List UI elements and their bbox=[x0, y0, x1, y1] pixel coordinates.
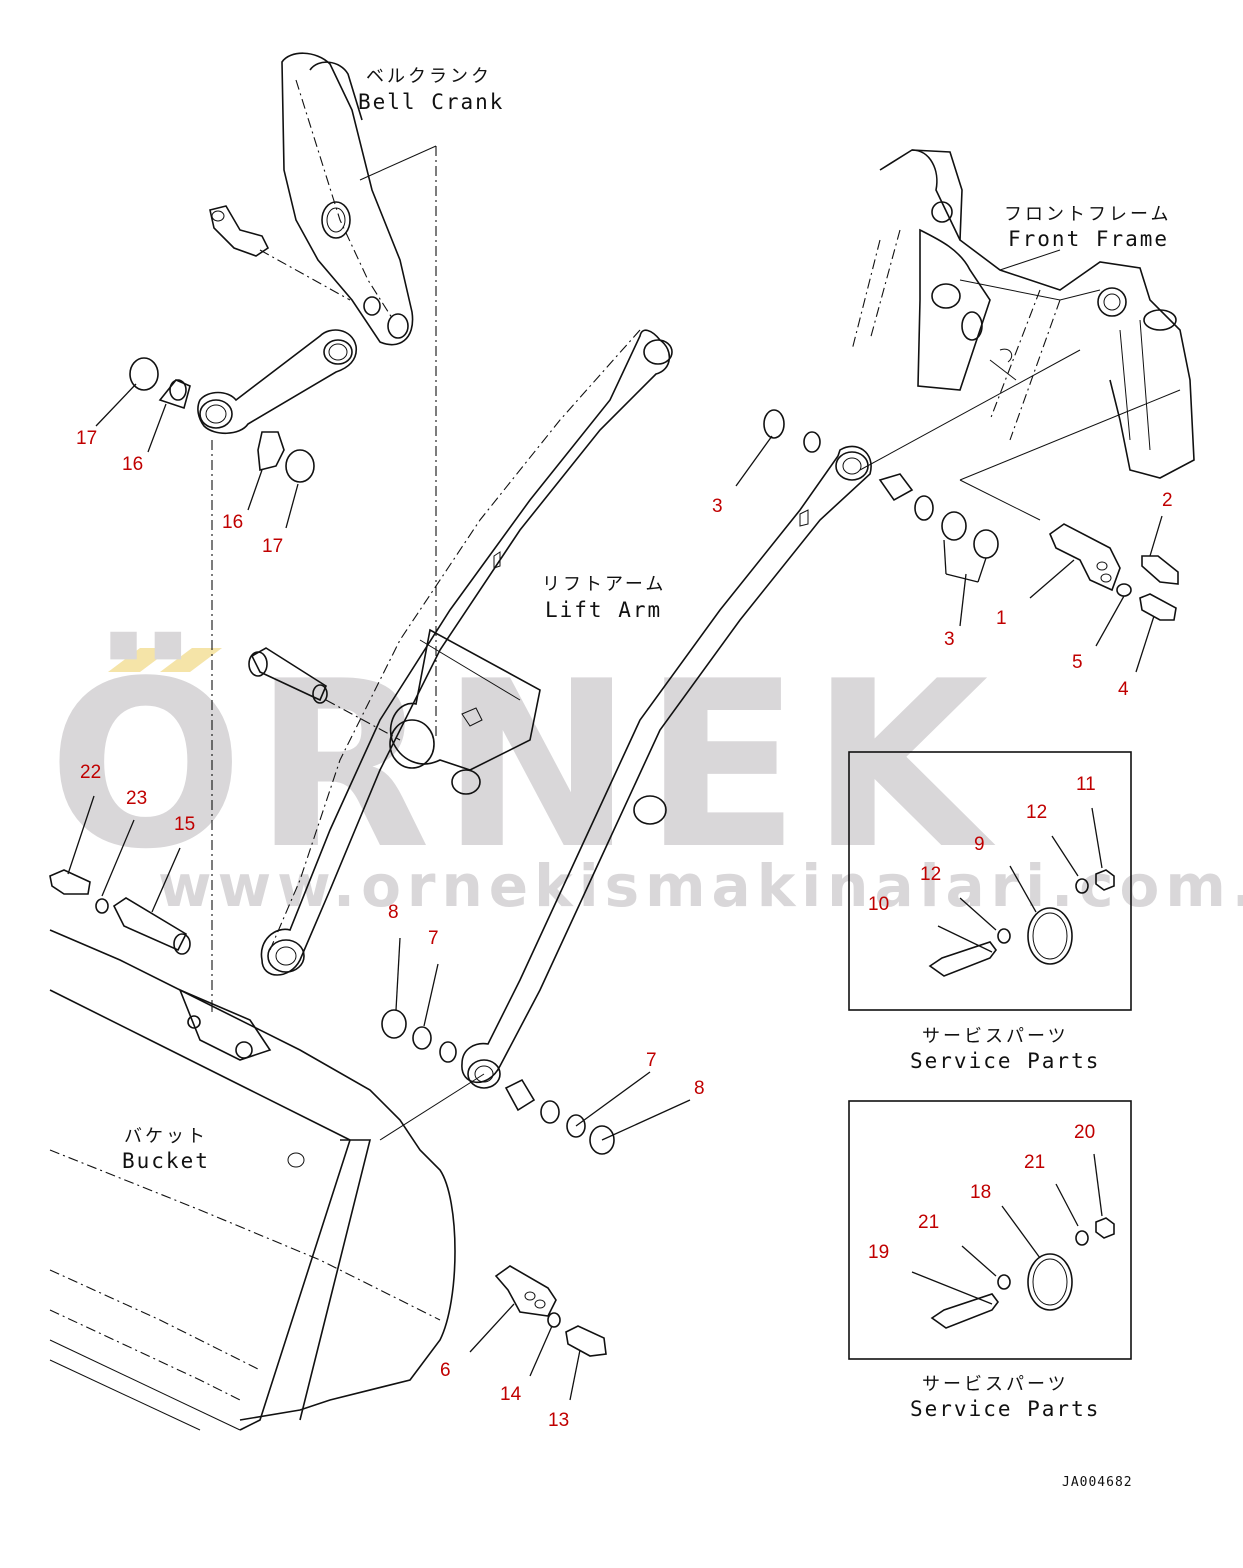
callout-20: 20 bbox=[1074, 1122, 1095, 1143]
cover-8-left-shape bbox=[381, 1009, 407, 1039]
pin-15-shape bbox=[112, 897, 188, 952]
bell-crank-label-jp: ベルクランク bbox=[366, 66, 492, 87]
callout-5: 5 bbox=[1072, 652, 1083, 673]
callout-15: 15 bbox=[174, 814, 195, 835]
bolt-22-shape bbox=[49, 869, 91, 895]
service-parts-box-2: サービスパーツ Service Parts bbox=[848, 1100, 1132, 1421]
callout-9: 9 bbox=[974, 834, 985, 855]
callout-leaders bbox=[67, 383, 1163, 1401]
service-parts-1-label: Service Parts bbox=[910, 1049, 1100, 1073]
ring-16-lower-shape bbox=[257, 431, 285, 472]
shim-3-upper-shape bbox=[763, 409, 785, 439]
lift-arm-label: Lift Arm bbox=[545, 598, 662, 622]
drawing-code: JA004682 bbox=[1062, 1475, 1133, 1490]
washer-23-shape bbox=[95, 898, 109, 914]
callout-23: 23 bbox=[126, 788, 147, 809]
callout-16-upper: 16 bbox=[122, 454, 143, 475]
band-9-shape bbox=[1027, 907, 1073, 965]
callout-2: 2 bbox=[1162, 490, 1173, 511]
cover-8-right-shape bbox=[589, 1125, 615, 1155]
band-18-shape bbox=[1027, 1253, 1073, 1311]
nut-11-shape bbox=[1095, 869, 1115, 891]
cover-17-upper-shape bbox=[129, 357, 159, 391]
bolt-10-shape bbox=[928, 941, 997, 977]
bucket-label-jp: バケット bbox=[124, 1126, 208, 1147]
watermark-url: www.ornekismakinalari.com.tr bbox=[158, 852, 1243, 920]
front-frame-label: Front Frame bbox=[1008, 227, 1169, 251]
lift-arm-drawing bbox=[260, 329, 872, 1089]
shim-3-b-shape bbox=[973, 529, 999, 559]
bucket-drawing bbox=[49, 146, 456, 1431]
washer-12-left-shape bbox=[997, 928, 1011, 944]
callout-3-upper: 3 bbox=[712, 496, 723, 517]
callout-16-lower: 16 bbox=[222, 512, 243, 533]
washer-14-shape bbox=[547, 1312, 561, 1328]
callout-12-left: 12 bbox=[920, 864, 941, 885]
pin-6-shape bbox=[494, 1265, 557, 1317]
washer-21-right-shape bbox=[1075, 1230, 1089, 1246]
callout-17-lower: 17 bbox=[262, 536, 283, 557]
callout-18: 18 bbox=[970, 1182, 991, 1203]
washer-5-shape bbox=[1116, 583, 1132, 597]
callout-8-right: 8 bbox=[694, 1078, 705, 1099]
service-parts-2-label-jp: サービスパーツ bbox=[922, 1374, 1069, 1395]
service-parts-2-label: Service Parts bbox=[910, 1397, 1100, 1421]
callout-8-left: 8 bbox=[388, 902, 399, 923]
callout-11: 11 bbox=[1076, 774, 1096, 795]
callout-21-left: 21 bbox=[918, 1212, 939, 1233]
hardware-drawing bbox=[49, 357, 1179, 1357]
callout-22: 22 bbox=[80, 762, 101, 783]
lift-arm-label-jp: リフトアーム bbox=[542, 574, 666, 595]
callout-21-right: 21 bbox=[1024, 1152, 1045, 1173]
bucket-label: Bucket bbox=[122, 1149, 210, 1173]
component-labels: ベルクランク Bell Crank フロントフレーム Front Frame リ… bbox=[122, 66, 1171, 1490]
seal-7-left-shape bbox=[412, 1026, 432, 1050]
watermark-accent-right bbox=[160, 648, 222, 672]
washer-12-right-shape bbox=[1075, 878, 1089, 894]
callout-17-upper: 17 bbox=[76, 428, 97, 449]
callout-6: 6 bbox=[440, 1360, 451, 1381]
service-parts-1-label-jp: サービスパーツ bbox=[922, 1026, 1069, 1047]
seal-7-right-shape bbox=[566, 1114, 586, 1138]
grease-fitting-2-shape bbox=[1141, 555, 1179, 585]
pin-1-shape bbox=[1049, 523, 1121, 592]
watermark-brand: ÖRNEK bbox=[48, 631, 998, 900]
link-drawing bbox=[197, 329, 358, 435]
nut-20-shape bbox=[1095, 1217, 1115, 1239]
watermark-accent-left bbox=[108, 648, 172, 672]
watermark: ÖRNEK www.ornekismakinalari.com.tr bbox=[48, 631, 1243, 920]
bolt-4-shape bbox=[1139, 593, 1177, 621]
callout-3-lower: 3 bbox=[944, 629, 955, 650]
cover-17-lower-shape bbox=[285, 449, 315, 483]
service-parts-box-1: サービスパーツ Service Parts bbox=[848, 751, 1132, 1073]
bell-crank-label: Bell Crank bbox=[358, 90, 504, 114]
bell-crank-drawing bbox=[209, 52, 414, 346]
bolt-13-shape bbox=[565, 1325, 607, 1357]
callout-13: 13 bbox=[548, 1410, 569, 1431]
callout-7-right: 7 bbox=[646, 1050, 657, 1071]
shim-3-a-shape bbox=[941, 511, 967, 541]
callout-7-left: 7 bbox=[428, 928, 439, 949]
callout-1: 1 bbox=[996, 608, 1007, 629]
front-frame-label-jp: フロントフレーム bbox=[1004, 204, 1171, 225]
washer-21-left-shape bbox=[997, 1274, 1011, 1290]
callout-19: 19 bbox=[868, 1242, 889, 1263]
bolt-19-shape bbox=[930, 1293, 999, 1329]
callout-14: 14 bbox=[500, 1384, 522, 1405]
callout-4: 4 bbox=[1118, 679, 1129, 700]
assembly-lines bbox=[211, 145, 1181, 1141]
front-frame-drawing bbox=[851, 149, 1195, 479]
callout-numbers: 1 2 3 3 4 5 6 7 7 8 8 9 10 11 12 12 13 1… bbox=[76, 428, 1173, 1431]
callout-10: 10 bbox=[868, 894, 889, 915]
callout-12-right: 12 bbox=[1026, 802, 1047, 823]
